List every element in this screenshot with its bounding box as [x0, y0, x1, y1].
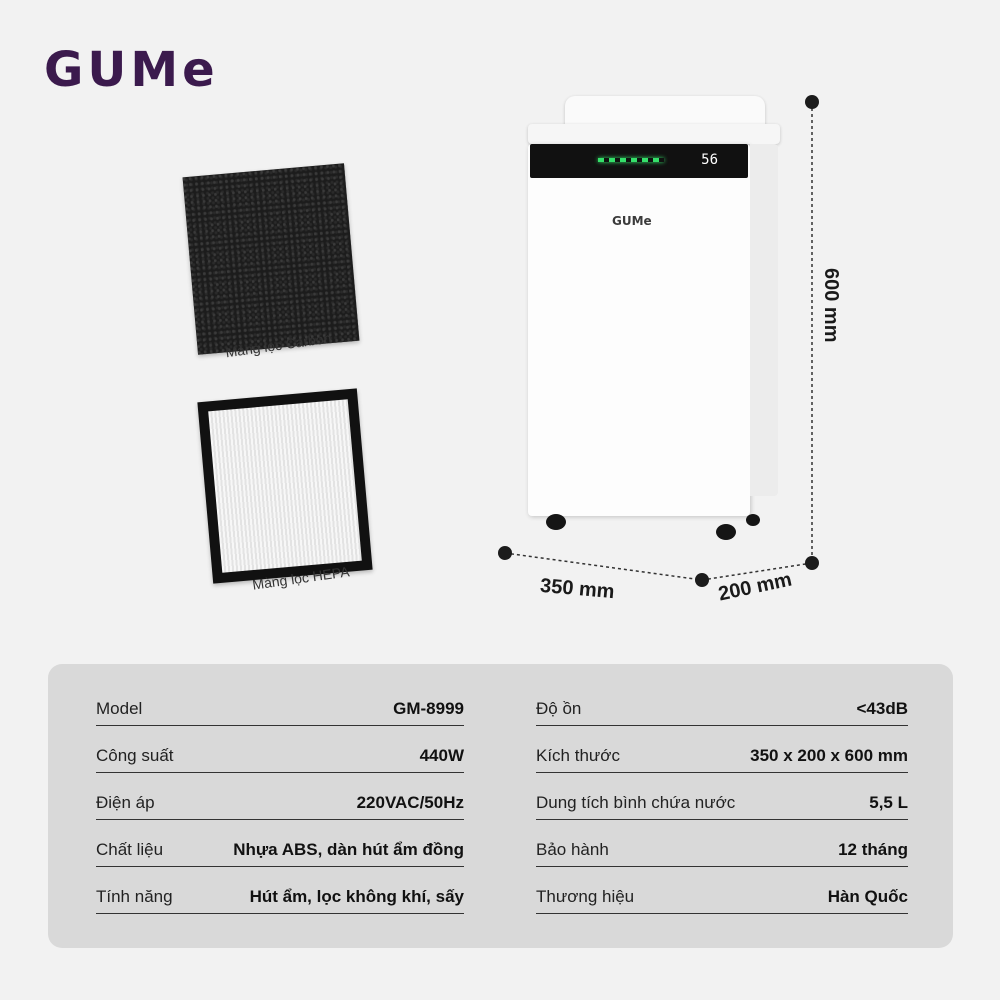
height-dimension: 600 mm	[820, 268, 842, 343]
spec-row: Chất liệu Nhựa ABS, dàn hút ẩm đồng	[96, 821, 464, 867]
led-indicator	[598, 158, 664, 162]
dimension-dot	[805, 556, 819, 570]
spec-value: 5,5 L	[869, 793, 908, 812]
spec-label: Model	[96, 699, 143, 718]
spec-value: Nhựa ABS, dàn hút ẩm đồng	[233, 840, 464, 859]
spec-value: 440W	[419, 746, 464, 765]
spec-value: <43dB	[856, 699, 909, 718]
spec-label: Kích thước	[536, 746, 620, 765]
wheel	[716, 524, 736, 540]
spec-row: Dung tích bình chứa nước 5,5 L	[536, 774, 908, 820]
dimension-dot	[695, 573, 709, 587]
wheel	[746, 514, 760, 526]
specs-column-right: Độ ồn <43dB Kích thước 350 x 200 x 600 m…	[536, 680, 908, 915]
dimension-dot	[805, 95, 819, 109]
spec-label: Công suất	[96, 746, 174, 765]
spec-row: Kích thước 350 x 200 x 600 mm	[536, 727, 908, 773]
spec-row: Bảo hành 12 tháng	[536, 821, 908, 867]
specs-column-left: Model GM-8999 Công suất 440W Điện áp 220…	[96, 680, 464, 915]
spec-row: Model GM-8999	[96, 680, 464, 726]
spec-row: Công suất 440W	[96, 727, 464, 773]
spec-label: Bảo hành	[536, 840, 609, 859]
unit-logo: GUMe	[612, 214, 652, 228]
spec-value: Hàn Quốc	[827, 887, 908, 906]
spec-value: 350 x 200 x 600 mm	[750, 746, 908, 765]
spec-label: Tính năng	[96, 887, 173, 906]
spec-row: Độ ồn <43dB	[536, 680, 908, 726]
spec-label: Chất liệu	[96, 840, 164, 859]
brand-logo: GUMe	[44, 42, 219, 98]
dimension-dot	[498, 546, 512, 560]
spec-value: 12 tháng	[838, 840, 908, 859]
spec-row: Tính năng Hút ẩm, lọc không khí, sấy	[96, 868, 464, 914]
spec-value: Hút ẩm, lọc không khí, sấy	[249, 887, 464, 906]
spec-label: Điện áp	[96, 793, 155, 812]
spec-row: Thương hiệu Hàn Quốc	[536, 868, 908, 914]
control-panel: 56	[530, 144, 748, 178]
display-readout: 56	[701, 152, 718, 168]
dehumidifier-image: 56 GUMe	[528, 96, 780, 540]
spec-label: Thương hiệu	[536, 887, 635, 906]
spec-label: Độ ồn	[536, 699, 582, 718]
specs-panel: Model GM-8999 Công suất 440W Điện áp 220…	[48, 664, 953, 948]
spec-label: Dung tích bình chứa nước	[536, 793, 736, 812]
spec-value: 220VAC/50Hz	[356, 793, 464, 812]
spec-value: GM-8999	[393, 699, 464, 718]
wheel	[546, 514, 566, 530]
spec-row: Điện áp 220VAC/50Hz	[96, 774, 464, 820]
